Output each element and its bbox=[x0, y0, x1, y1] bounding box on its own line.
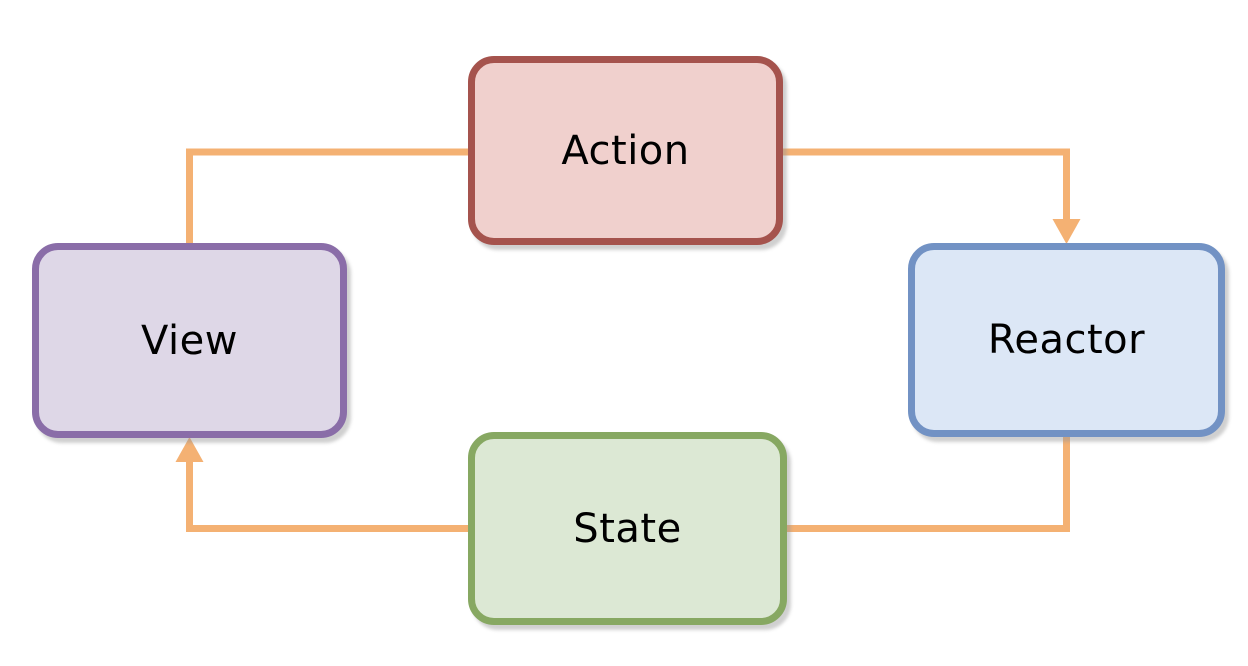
arrowhead-up-icon bbox=[175, 437, 204, 462]
node-reactor: Reactor bbox=[908, 243, 1225, 437]
node-view-label: View bbox=[141, 317, 238, 364]
arrowhead-down-icon bbox=[1052, 219, 1081, 244]
node-state: State bbox=[468, 432, 787, 625]
node-state-label: State bbox=[573, 505, 682, 552]
edge-reactor-to-state bbox=[786, 434, 1070, 532]
node-view: View bbox=[32, 243, 347, 438]
edge-state-to-view bbox=[186, 461, 471, 532]
node-reactor-label: Reactor bbox=[987, 317, 1146, 363]
node-action-label: Action bbox=[561, 127, 690, 174]
node-action: Action bbox=[468, 56, 783, 245]
edge-action-to-reactor bbox=[780, 148, 1070, 221]
edge-view-to-action bbox=[186, 148, 471, 246]
